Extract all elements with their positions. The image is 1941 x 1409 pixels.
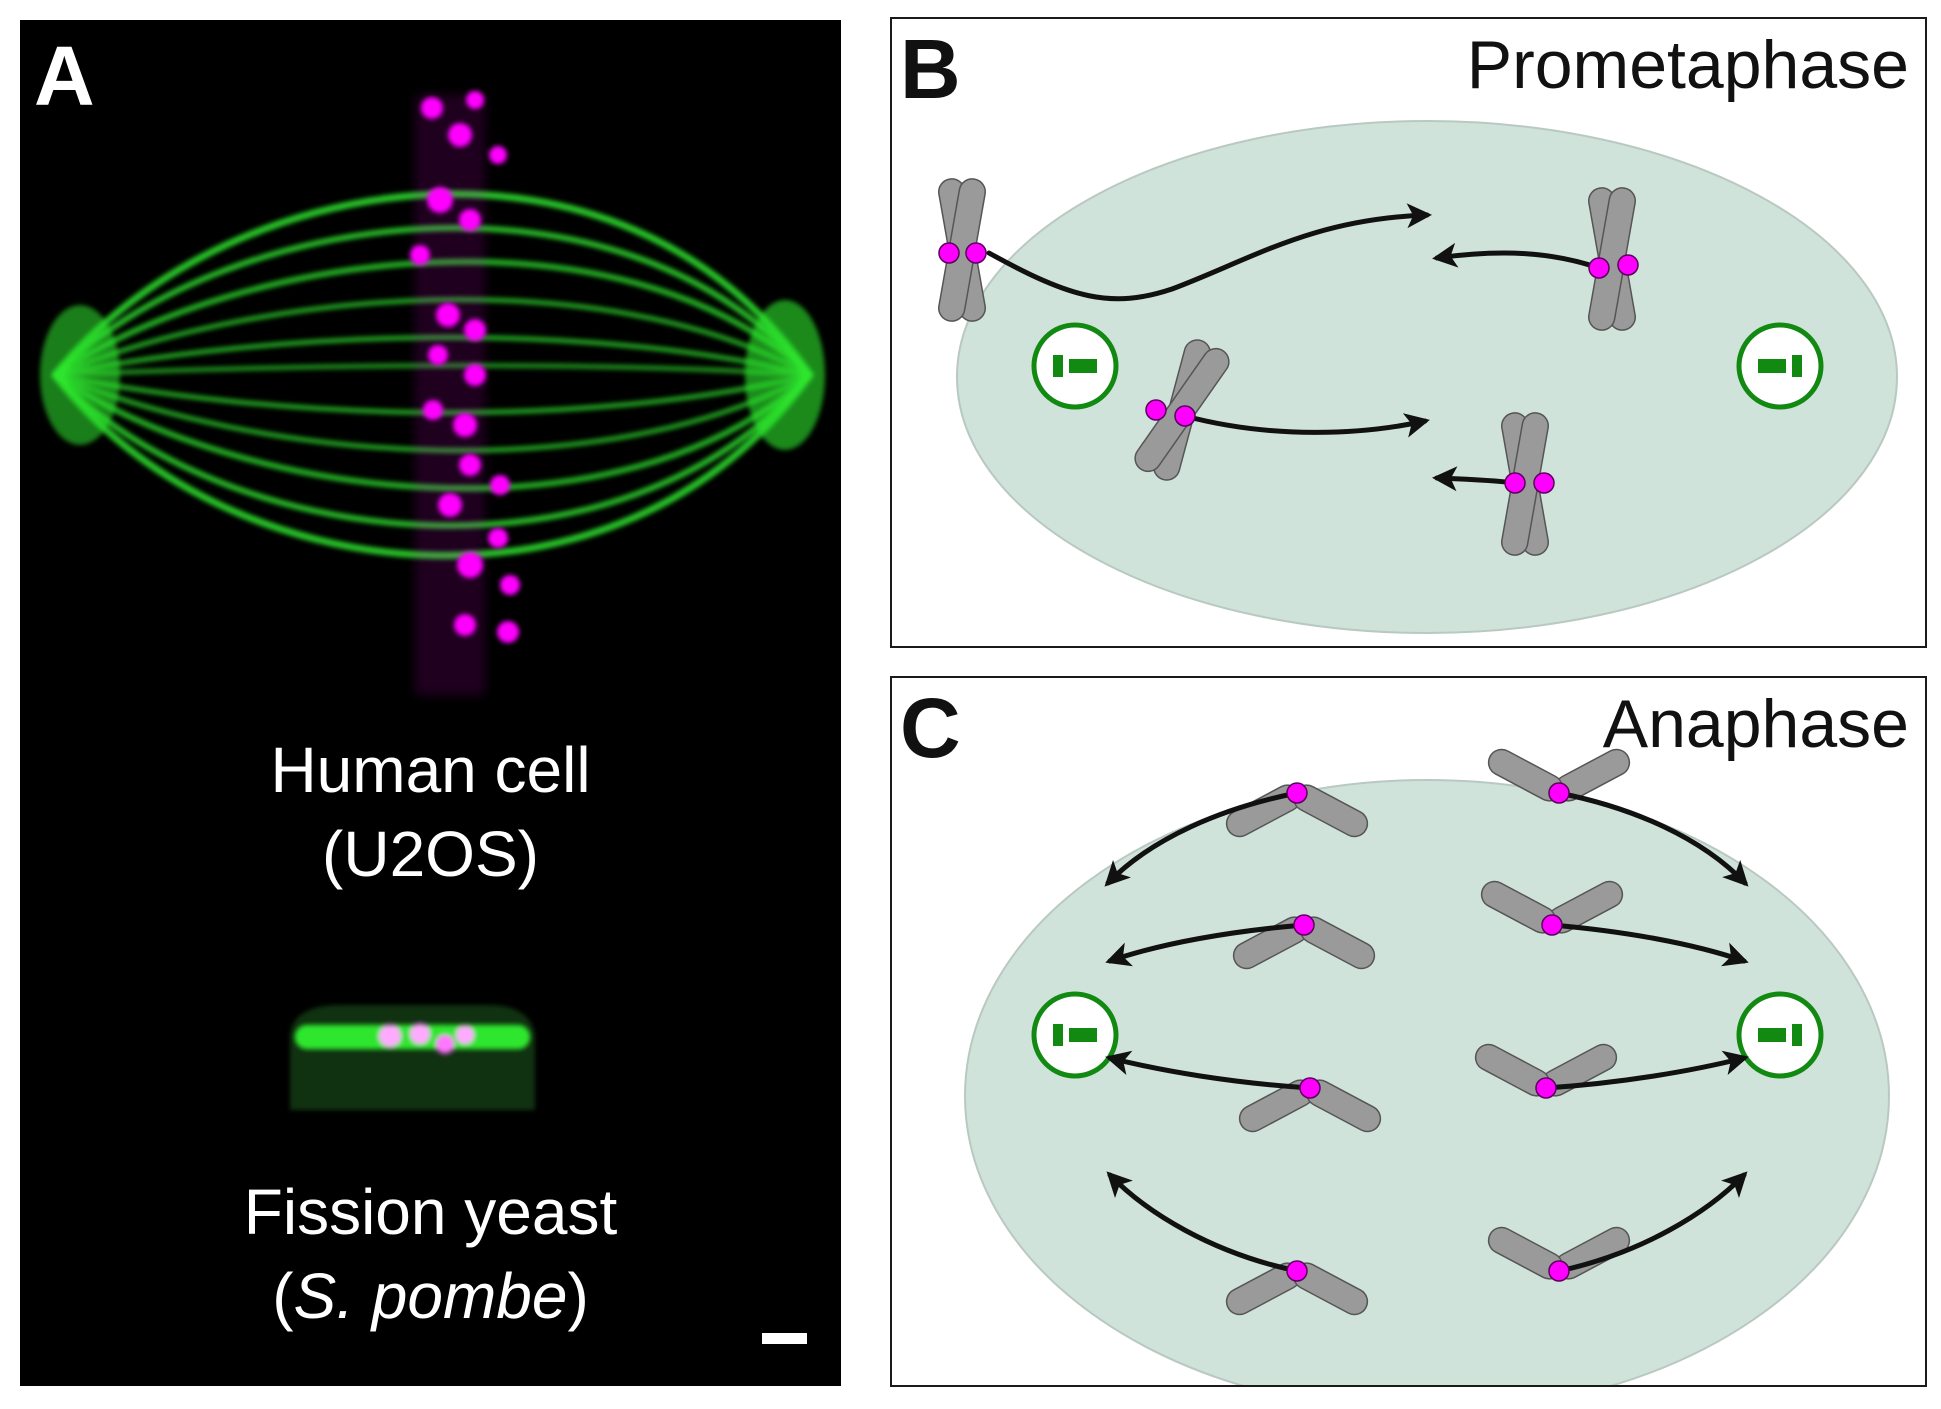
kinetochore-spot <box>410 245 430 265</box>
fission-yeast-label-line2: (S. pombe) <box>20 1254 841 1338</box>
kinetochore <box>1293 914 1315 936</box>
spindle-micrograph <box>40 91 825 1110</box>
kinetochore-spot <box>490 475 510 495</box>
kinetochore-spot <box>423 400 443 420</box>
kinetochore <box>1533 472 1555 494</box>
kinetochore-spot <box>466 91 484 109</box>
kinetochore <box>1504 472 1526 494</box>
kinetochore-spot <box>438 493 462 517</box>
yeast-cell-body <box>290 1005 535 1110</box>
movement-arrow <box>1543 1050 1749 1091</box>
fission-yeast-label-line1: Fission yeast <box>243 1176 618 1248</box>
spindle-pole-body-left <box>1034 994 1116 1076</box>
kinetochore-spot <box>497 621 519 643</box>
movement-arrow <box>1432 242 1602 271</box>
kinetochore <box>1541 914 1563 936</box>
spindle-pole-body-right <box>1739 994 1821 1076</box>
kinetochore <box>1286 1260 1308 1282</box>
movement-arrow <box>1549 922 1749 967</box>
anaphase-diagram <box>964 744 1890 1385</box>
kinetochore-spot <box>459 209 481 231</box>
kinetochore-spot <box>457 552 483 578</box>
spindle-pole-glow <box>40 305 120 445</box>
prometaphase-diagram <box>935 120 1898 634</box>
fission-yeast-label: Fission yeast (S. pombe) <box>20 1170 841 1338</box>
yeast-kinetochore <box>456 1026 474 1044</box>
kinetochore-spot <box>436 303 460 327</box>
kinetochore <box>1174 405 1196 427</box>
kinetochore-spot <box>448 123 472 147</box>
movement-arrow <box>1104 790 1300 887</box>
kinetochore <box>1588 257 1610 279</box>
kinetochore <box>965 242 987 264</box>
panel-a-microscopy: A Human cell (U2OS) Fission yeast (S. po… <box>20 20 841 1386</box>
paren-open: ( <box>272 1260 294 1332</box>
movement-arrow <box>1182 413 1430 438</box>
yeast-kinetochore <box>379 1025 401 1047</box>
panel-letter-b: B <box>900 22 961 116</box>
kinetochore <box>938 242 960 264</box>
kinetochore-spot <box>489 146 507 164</box>
movement-arrow <box>1556 1171 1748 1274</box>
paren-close: ) <box>567 1260 589 1332</box>
kinetochore-spot <box>421 97 443 119</box>
movement-arrow <box>1556 790 1749 887</box>
cell-body <box>964 779 1890 1385</box>
human-cell-label-line1: Human cell <box>270 734 591 806</box>
kinetochore-spot <box>500 575 520 595</box>
scale-bar <box>762 1333 807 1344</box>
kinetochore-spot <box>427 187 453 213</box>
panel-c-anaphase: C Anaphase <box>890 676 1927 1387</box>
kinetochore-spot <box>453 413 477 437</box>
prometaphase-title: Prometaphase <box>1466 27 1909 103</box>
spindle-pole-body-left <box>1034 325 1116 407</box>
movement-arrow <box>1105 922 1307 967</box>
kinetochore <box>1548 782 1570 804</box>
kinetochore-spot <box>464 364 486 386</box>
cell-body <box>956 120 1898 634</box>
kinetochore <box>1548 1260 1570 1282</box>
kinetochore-spot <box>454 614 476 636</box>
human-cell-label-line2: (U2OS) <box>322 818 539 890</box>
panel-letter-c: C <box>900 681 961 775</box>
panel-b-prometaphase: B Prometaphase <box>890 17 1927 648</box>
human-cell-label: Human cell (U2OS) <box>20 728 841 896</box>
kinetochore-plate <box>410 91 520 695</box>
kinetochore <box>1617 254 1639 276</box>
yeast-kinetochore <box>436 1035 454 1053</box>
kinetochore <box>1286 782 1308 804</box>
kinetochore-spot <box>428 345 448 365</box>
yeast-cell <box>290 1005 535 1110</box>
kinetochore-spot <box>464 319 486 341</box>
movement-arrow <box>1106 1171 1300 1274</box>
kinetochore-spot <box>488 528 508 548</box>
species-name: S. pombe <box>293 1260 568 1332</box>
anaphase-title: Anaphase <box>1602 686 1909 762</box>
kinetochore-spot <box>459 454 481 476</box>
spindle-pole-body-right <box>1739 325 1821 407</box>
kinetochore <box>1535 1077 1557 1099</box>
panel-letter-a: A <box>34 29 95 123</box>
spindle-pole-glow <box>745 300 825 450</box>
kinetochore <box>1299 1077 1321 1099</box>
yeast-kinetochore <box>410 1024 430 1044</box>
kinetochore <box>1145 399 1167 421</box>
movement-arrow <box>1105 1050 1313 1091</box>
movement-arrow <box>986 203 1432 302</box>
